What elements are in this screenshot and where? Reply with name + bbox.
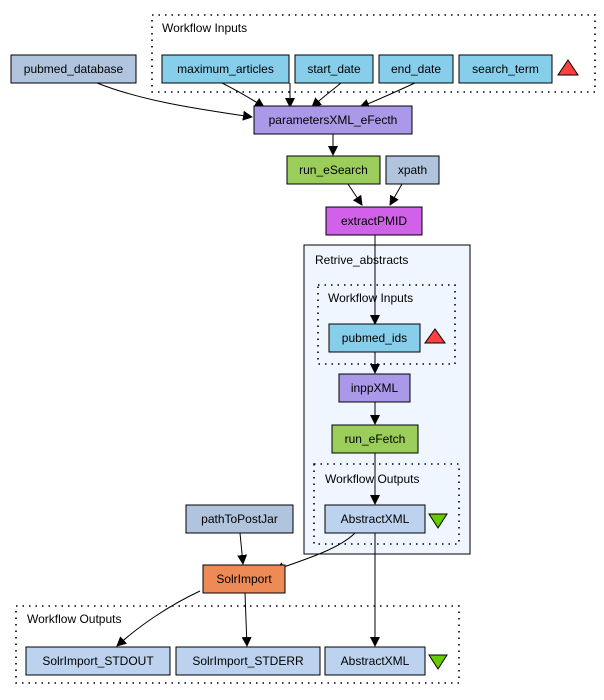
node-pathToPostJar[interactable]: pathToPostJar	[185, 504, 294, 534]
node-run_eFetch[interactable]: run_eFetch	[331, 424, 419, 454]
node-pubmed_database[interactable]: pubmed_database	[10, 54, 137, 84]
input-marker-triangle-icon	[557, 59, 579, 76]
node-AbstractXML-out[interactable]: AbstractXML	[324, 646, 426, 676]
edge-SolrImport-STDOUT	[116, 590, 201, 647]
cluster-workflow-inputs-top: Workflow Inputs	[151, 14, 596, 93]
output-marker-triangle-icon	[428, 513, 448, 529]
svg-text:end_date: end_date	[391, 62, 441, 76]
edge-search_term-parametersXML	[359, 82, 416, 109]
svg-text:pathToPostJar: pathToPostJar	[201, 512, 278, 526]
node-SolrImport[interactable]: SolrImport	[202, 564, 286, 594]
svg-text:start_date: start_date	[307, 62, 361, 76]
svg-text:SolrImport_STDOUT: SolrImport_STDOUT	[42, 654, 154, 668]
svg-text:extractPMID: extractPMID	[341, 214, 407, 228]
output-marker-triangle-icon	[428, 654, 448, 670]
node-extractPMID[interactable]: extractPMID	[325, 206, 423, 236]
input-marker-triangle-icon	[424, 328, 446, 344]
svg-text:AbstractXML: AbstractXML	[341, 654, 410, 668]
cluster-workflow-outputs-bottom: Workflow Outputs	[15, 605, 460, 684]
svg-text:search_term: search_term	[472, 62, 539, 76]
node-end_date[interactable]: end_date	[378, 54, 454, 84]
edge-pathToPostJar-SolrImport	[237, 532, 248, 565]
svg-text:SolrImport_STDERR: SolrImport_STDERR	[192, 654, 304, 668]
node-inppXML[interactable]: inppXML	[338, 373, 411, 403]
node-SolrImport_STDOUT[interactable]: SolrImport_STDOUT	[25, 646, 171, 676]
cluster-workflow-outputs-inner: Workflow Outputs	[313, 463, 460, 545]
svg-text:pubmed_ids: pubmed_ids	[342, 331, 407, 345]
svg-text:SolrImport: SolrImport	[216, 572, 272, 586]
node-start_date[interactable]: start_date	[294, 54, 374, 84]
node-pubmed_ids[interactable]: pubmed_ids	[328, 323, 421, 353]
edge-maximum_articles-parametersXML	[221, 82, 265, 108]
cluster-workflow-inputs-inner: Workflow Inputs	[317, 284, 456, 365]
svg-text:xpath: xpath	[398, 163, 427, 177]
svg-text:maximum_articles: maximum_articles	[177, 62, 274, 76]
node-AbstractXML-inner[interactable]: AbstractXML	[324, 504, 426, 534]
svg-text:run_eFetch: run_eFetch	[345, 432, 406, 446]
edges	[96, 82, 416, 647]
node-SolrImport_STDERR[interactable]: SolrImport_STDERR	[175, 646, 321, 676]
node-maximum_articles[interactable]: maximum_articles	[161, 54, 290, 84]
edge-pubmed_database-parametersXML	[96, 82, 253, 121]
edge-end_date-parametersXML	[311, 82, 342, 108]
node-parametersXML_eFecth[interactable]: parametersXML_eFecth	[253, 105, 413, 135]
svg-text:parametersXML_eFecth: parametersXML_eFecth	[269, 113, 398, 127]
svg-text:AbstractXML: AbstractXML	[341, 512, 410, 526]
svg-text:pubmed_database: pubmed_database	[24, 62, 124, 76]
cluster-label: Retrive_abstracts	[315, 253, 408, 267]
node-xpath[interactable]: xpath	[385, 155, 440, 185]
node-run_eSearch[interactable]: run_eSearch	[286, 155, 381, 185]
cluster-label: Workflow Outputs	[325, 472, 419, 486]
svg-text:inppXML: inppXML	[351, 381, 399, 395]
cluster-label: Workflow Inputs	[162, 21, 247, 35]
edge-run_eSearch-extractPMID	[347, 183, 363, 206]
edge-SolrImport-STDERR	[241, 592, 252, 647]
node-search_term[interactable]: search_term	[458, 54, 553, 84]
edge-xpath-extractPMID	[389, 183, 403, 206]
cluster-label: Workflow Inputs	[328, 291, 413, 305]
cluster-label: Workflow Outputs	[27, 612, 121, 626]
svg-text:run_eSearch: run_eSearch	[299, 163, 368, 177]
